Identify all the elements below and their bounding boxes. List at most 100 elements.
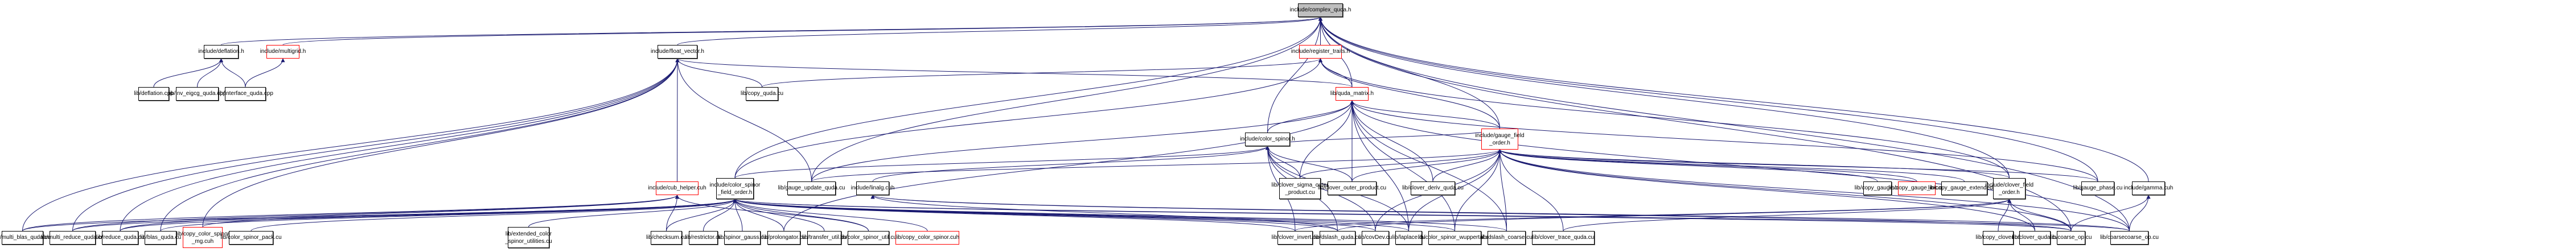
node-color-spinor-wuppertal-cu[interactable]: lib/color_spinor_wuppertal.cu [1418, 231, 1492, 245]
edge-copy-color-spinor-mg-cuh-to-color-spinor-field-order-h [202, 199, 737, 228]
node-clover-deriv-quda-cu[interactable]: lib/clover_deriv_quda.cu [1402, 181, 1464, 195]
edge-color-spinor-field-order-h-to-complex-quda [734, 16, 1322, 179]
edge-clover-outer-product-cu-to-color-spinor-h [1266, 146, 1353, 182]
edge-multigrid-h-to-complex-quda [282, 16, 1322, 46]
edge-laplace-cu-to-quda-matrix-h [1350, 100, 1409, 232]
node-gauge-phase-cu[interactable]: lib/gauge_phase.cu [2073, 181, 2122, 195]
node-color-spinor-field-order-h[interactable]: include/color_spinor _field_order.h [710, 178, 760, 199]
node-copy-gauge-extended-cu[interactable]: lib/copy_gauge_extended.cu [1928, 181, 2000, 195]
node-gauge-field-order-h[interactable]: include/gauge_field _order.h [1475, 129, 1525, 150]
edge-gauge-update-quda-cu-to-gauge-field-order-h [811, 149, 1502, 182]
edge-reduce-quda-cu-to-float-vector-h [120, 58, 680, 232]
edge-dslash-quda-cu-to-color-spinor-field-order-h [733, 199, 1338, 232]
edge-color-spinor-wuppertal-cu-to-color-spinor-field-order-h [733, 199, 1455, 232]
node-coarse-op-cu[interactable]: lib/coarse_op.cu [2051, 231, 2092, 245]
edge-blas-quda-cu-to-float-vector-h [160, 58, 680, 232]
edge-float-vector-h-to-complex-quda [677, 16, 1322, 46]
node-clover-sigma-outer-product-cu[interactable]: lib/clover_sigma_outer _product.cu [1271, 178, 1329, 199]
edge-reduce-quda-cu-to-color-spinor-field-order-h [120, 199, 737, 232]
edge-extended-color-spinor-utilities-cu-to-color-spinor-field-order-h [528, 199, 737, 228]
node-reduce-quda-cu[interactable]: lib/reduce_quda.cu [96, 231, 144, 245]
edge-copy-gauge-extended-cu-to-gauge-field-order-h [1498, 149, 1965, 182]
edge-coarsecoarse-op-cu-to-gauge-field-order-h [1498, 149, 2130, 232]
edge-multi-reduce-quda-cu-to-cub-helper-cuh [72, 195, 679, 232]
node-dslash-quda-cu[interactable]: lib/dslash_quda.cu [1314, 231, 1361, 245]
edge-dslash-quda-cu-to-clover-field-order-h [1337, 199, 2011, 232]
node-register-traits-h[interactable]: include/register_traits.h [1291, 45, 1350, 59]
node-interface-quda-cpp[interactable]: lib/interface_quda.cpp [217, 87, 273, 101]
edge-clover-invert-cu-to-color-spinor-field-order-h [733, 199, 1296, 232]
node-spinor-gauss-cu[interactable]: lib/spinor_gauss.cu [718, 231, 767, 245]
node-blas-quda-cu[interactable]: lib/blas_quda.cu [140, 231, 181, 245]
node-clover-trace-quda-cu[interactable]: lib/clover_trace_quda.cu [1532, 231, 1595, 245]
node-clover-outer-product-cu[interactable]: lib/clover_outer_product.cu [1318, 181, 1386, 195]
node-color-spinor-util-cu[interactable]: lib/color_spinor_util.cu [840, 231, 897, 245]
node-copy-clover-cu[interactable]: lib/copy_clover.cu [1976, 231, 2020, 245]
node-gauge-update-quda-cu[interactable]: lib/gauge_update_quda.cu [778, 181, 845, 195]
node-gamma-cuh[interactable]: include/gamma.cuh [2124, 181, 2173, 195]
edge-clover-trace-quda-cu-to-gauge-field-order-h [1498, 149, 1564, 232]
node-clover-field-order-h[interactable]: include/clover_field _order.h [1985, 178, 2033, 199]
node-copy-gauge-cu[interactable]: lib/copy_gauge.cu [1855, 181, 1900, 195]
edge-multi-blas-quda-cu-to-float-vector-h [22, 58, 680, 232]
edge-color-spinor-pack-cu-to-color-spinor-field-order-h [250, 199, 737, 232]
edge-copy-clover-cu-to-clover-field-order-h [1998, 199, 2011, 232]
edge-clover-sigma-outer-product-cu-to-gauge-field-order-h [1300, 149, 1502, 179]
edge-gauge-phase-cu-to-gauge-field-order-h [1498, 149, 2098, 182]
node-deflation-cpp[interactable]: lib/deflation.cpp [134, 87, 174, 101]
edge-covDev-cu-to-color-spinor-h [1266, 146, 1376, 232]
node-inv-eigcg-quda-cpp[interactable]: lib/inv_eigcg_quda.cpp [169, 87, 226, 101]
node-checksum-cu[interactable]: lib/checksum.cu [646, 231, 687, 245]
node-multigrid-h[interactable]: include/multigrid.h [260, 45, 306, 59]
node-copy-quda-cu[interactable]: lib/copy_quda.cu [741, 87, 783, 101]
edge-interface-quda-cpp-to-multigrid-h [245, 58, 285, 88]
node-clover-invert-cu[interactable]: lib/clover_invert.cu [1272, 231, 1318, 245]
edge-gauge-phase-cu-to-complex-quda [1318, 16, 2098, 182]
node-laplace-cu[interactable]: lib/laplace.cu [1392, 231, 1425, 245]
node-copy-color-spinor-cuh[interactable]: lib/copy_color_spinor.cuh [895, 231, 959, 245]
node-float-vector-h[interactable]: include/float_vector.h [651, 45, 704, 59]
node-copy-color-spinor-mg-cuh[interactable]: lib/copy_color_spinor _mg.cuh [176, 227, 229, 248]
edge-clover-deriv-quda-cu-to-quda-matrix-h [1350, 100, 1433, 182]
edge-gauge-update-quda-cu-to-quda-matrix-h [811, 100, 1354, 182]
node-clover-quda-cu[interactable]: lib/clover_quda.cu [2012, 231, 2058, 245]
edge-coarse-op-cu-to-clover-field-order-h [2007, 199, 2072, 232]
edge-blas-quda-cu-to-color-spinor-field-order-h [160, 199, 737, 232]
node-restrictor-cu[interactable]: lib/restrictor.cu [685, 231, 722, 245]
edge-gauge-update-quda-cu-to-float-vector-h [675, 58, 812, 182]
edge-spinor-gauss-cu-to-color-spinor-field-order-h [733, 199, 743, 232]
node-multi-reduce-quda-cu[interactable]: lib/multi_reduce_quda.cu [41, 231, 104, 245]
edge-clover-trace-quda-cu-to-clover-field-order-h [1563, 199, 2011, 232]
edge-clover-field-order-h-to-complex-quda [1318, 16, 2010, 179]
edge-transfer-util-cu-to-color-spinor-field-order-h [733, 199, 825, 232]
node-extended-color-spinor-utilities-cu[interactable]: lib/extended_color _spinor_utilities.cu [505, 227, 552, 248]
node-coarsecoarse-op-cu[interactable]: lib/coarsecoarse_op.cu [2100, 231, 2159, 245]
edge-restrictor-cu-to-color-spinor-field-order-h [703, 199, 737, 232]
edge-color-spinor-util-cu-to-color-spinor-field-order-h [733, 199, 869, 232]
edge-clover-outer-product-cu-to-gauge-field-order-h [1351, 149, 1502, 182]
edge-color-spinor-wuppertal-cu-to-gauge-field-order-h [1455, 149, 1502, 232]
node-multi-blas-quda-cu[interactable]: lib/multi_blas_quda.cu [0, 231, 51, 245]
node-covDev-cu[interactable]: lib/covDev.cu [1359, 231, 1392, 245]
edge-dslash-coarse-cu-to-color-spinor-field-order-h [733, 199, 1507, 232]
node-transfer-util-cu[interactable]: lib/transfer_util.cu [802, 231, 847, 245]
edge-color-spinor-h-to-complex-quda [1267, 16, 1322, 133]
edge-coarsecoarse-op-cu-to-complex-quda [1318, 16, 2130, 232]
edge-gauge-field-order-h-to-quda-matrix-h [1350, 100, 1500, 129]
node-color-spinor-pack-cu[interactable]: lib/color_spinor_pack.cu [220, 231, 282, 245]
node-cub-helper-cuh[interactable]: include/cub_helper.cuh [648, 181, 706, 195]
edge-quda-matrix-h-to-register-traits-h [1318, 58, 1353, 88]
node-deflation-h[interactable]: include/deflation.h [198, 45, 244, 59]
node-prolongator-cu[interactable]: lib/prolongator.cu [762, 231, 806, 245]
edge-cub-helper-cuh-to-float-vector-h [675, 58, 680, 182]
node-dslash-coarse-cu[interactable]: lib/dslash_coarse.cu [1481, 231, 1533, 245]
node-quda-matrix-h[interactable]: lib/quda_matrix.h [1330, 87, 1374, 101]
node-color-spinor-h[interactable]: include/color_spinor.h [1240, 133, 1295, 146]
node-linalg-cuh[interactable]: include/linalg.cuh [851, 181, 894, 195]
edge-color-spinor-util-cu-to-cub-helper-cuh [675, 195, 869, 232]
edge-deflation-cpp-to-deflation-h [153, 58, 223, 88]
edge-clover-deriv-quda-cu-to-gauge-field-order-h [1432, 149, 1502, 182]
edge-inv-eigcg-quda-cpp-to-deflation-h [197, 58, 223, 88]
node-copy-gauge-inc-cu[interactable]: lib/copy_gauge_inc.cu [1889, 181, 1945, 195]
